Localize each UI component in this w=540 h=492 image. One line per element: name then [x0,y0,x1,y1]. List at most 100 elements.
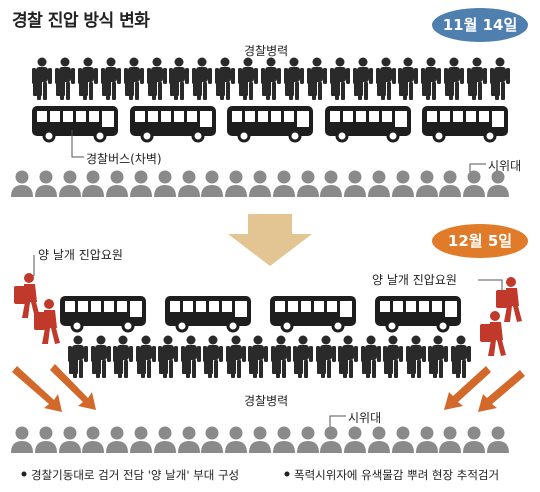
police-figure [383,335,403,378]
police-bus [373,294,463,333]
protester-figure [320,426,342,453]
protester-figure [106,170,128,197]
police-figure [124,57,144,100]
protester-figure [154,170,176,197]
police-bus [225,104,315,143]
protester-figure [249,426,271,453]
protester-figure [178,170,200,197]
police-figure [421,57,441,100]
protester-label-bottom: 시위대 [348,411,382,425]
police-label-top: 경찰병력 [244,44,289,58]
protester-figure [392,170,414,197]
protester-figure [249,170,271,197]
footnote-2: 폭력시위자에 유색물감 뿌려 현장 추적검거 [294,468,500,482]
police-figure [467,57,487,100]
date-badge-dec5: 12월 5일 [432,224,528,258]
police-figure [113,335,133,378]
police-bus [128,104,218,143]
police-bus [58,294,148,333]
police-figure [376,57,396,100]
protester-figure [201,170,223,197]
police-figure [398,57,418,100]
police-figure [284,57,304,100]
protester-figure [344,170,366,197]
protester-figure [35,426,57,453]
protester-figure [439,426,461,453]
police-figure [32,57,52,100]
protester-label-leader-top [469,163,486,174]
protester-figure [463,170,485,197]
protester-figure [201,426,223,453]
bus-label: 경찰버스(차벽) [86,152,162,166]
bus-row-top [30,104,510,143]
police-figure [91,335,111,378]
protester-figure [416,170,438,197]
date-badge-nov14: 11월 14일 [432,8,528,42]
protester-figure [225,170,247,197]
protester-figure [368,170,390,197]
police-figure [78,57,98,100]
protester-figure [320,170,342,197]
protester-figure [11,426,33,453]
protester-figure [463,426,485,453]
protester-figure [297,426,319,453]
protester-figure [392,426,414,453]
police-figure [444,57,464,100]
protester-figure [130,426,152,453]
police-bus [163,294,253,333]
protester-figure [130,170,152,197]
police-figure [406,335,426,378]
bus-label-leader [71,130,84,158]
police-row-top [32,57,510,100]
protester-figure [59,170,81,197]
police-figure [451,335,471,378]
police-figure [361,335,381,378]
police-figure [316,335,336,378]
police-figure [293,335,313,378]
diagram-title: 경찰 진압 방식 변화 [12,11,150,31]
police-figure [330,57,350,100]
police-figure [101,57,121,100]
right-squad [480,277,522,356]
bus-row-bottom [58,294,463,333]
footnote-bullet-2 [284,471,290,477]
protester-figure [35,170,57,197]
police-figure [203,335,223,378]
police-figure [353,57,373,100]
police-bus [420,104,510,143]
police-figure [147,57,167,100]
protester-figure [273,170,295,197]
protester-figure [487,426,509,453]
protester-figure [368,426,390,453]
police-bus [323,104,413,143]
protester-row-bottom [11,426,509,453]
right-squad-label: 양 날개 진압요원 [372,273,457,287]
footnote-bullet-1 [21,471,27,477]
protester-figure [344,426,366,453]
protester-figure [273,426,295,453]
police-bus [268,294,358,333]
police-figure [226,335,246,378]
left-squad [14,273,60,344]
protester-figure [297,170,319,197]
police-figure [55,57,75,100]
police-figure [68,335,88,378]
police-label-bottom: 경찰병력 [244,394,289,408]
left-squad-label: 양 날개 진압요원 [38,248,123,262]
arrow-right-2 [478,370,525,412]
police-figure [307,57,327,100]
police-figure [490,57,510,100]
police-figure [261,57,281,100]
protester-figure [178,426,200,453]
protester-figure [154,426,176,453]
protester-label-top: 시위대 [488,159,522,173]
right-squad-leader [478,279,503,290]
protester-figure [225,426,247,453]
police-figure [338,335,358,378]
police-figure [136,335,156,378]
police-figure [238,57,258,100]
protester-figure [439,170,461,197]
police-figure [158,335,178,378]
